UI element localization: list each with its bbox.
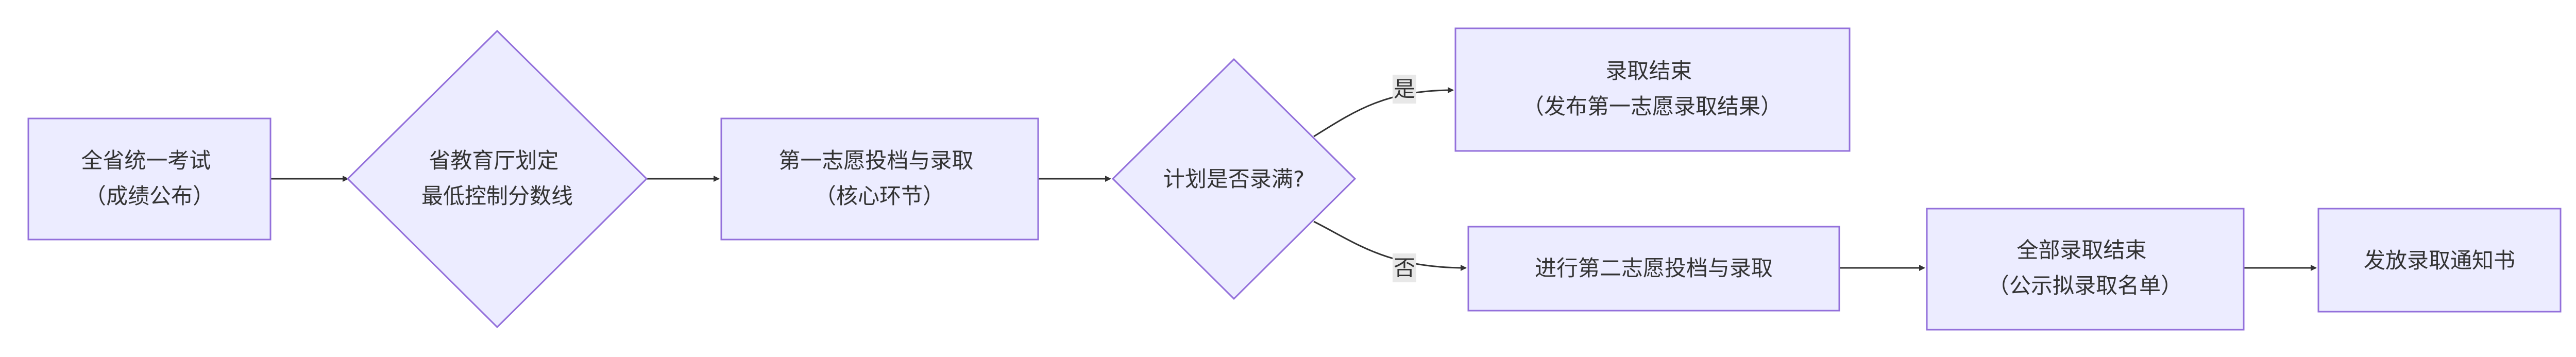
node-first-label: 第一志愿投档与录取 （核心环节） <box>778 148 980 209</box>
node-notice-label: 发放录取通知书 <box>2364 248 2515 273</box>
node-all-end-line-2: （公示拟录取名单） <box>1988 273 2182 298</box>
node-all-end-box <box>1926 208 2245 331</box>
node-exam-label: 全省统一考试 （成绩公布） <box>81 148 217 209</box>
node-second-label: 进行第二志愿投档与录取 <box>1535 256 1773 281</box>
edges <box>270 87 2317 271</box>
node-end-first: 录取结束 （发布第一志愿录取结果） <box>1454 27 1851 152</box>
node-notice: 发放录取通知书 <box>2317 208 2562 313</box>
node-second-line-1: 进行第二志愿投档与录取 <box>1535 256 1773 281</box>
node-cutoff-line-1: 省教育厅划定 <box>429 148 558 173</box>
node-end-first-line-2: （发布第一志愿录取结果） <box>1522 94 1782 119</box>
node-notice-line-1: 发放录取通知书 <box>2364 248 2515 273</box>
edge-label-no: 否 <box>1393 253 1416 282</box>
node-plan-line-1: 计划是否录满? <box>1163 166 1304 192</box>
node-first-box <box>720 117 1039 241</box>
edge-label-yes-text: 是 <box>1394 77 1415 102</box>
node-cutoff-label: 省教育厅划定 最低控制分数线 <box>421 148 573 209</box>
node-all-end-label: 全部录取结束 （公示拟录取名单） <box>1988 237 2182 298</box>
node-second: 进行第二志愿投档与录取 <box>1467 226 1840 312</box>
node-end-first-label: 录取结束 （发布第一志愿录取结果） <box>1522 58 1782 119</box>
edge-plan-to-end-first <box>1313 87 1454 138</box>
node-end-first-line-1: 录取结束 <box>1605 58 1692 83</box>
node-notice-box <box>2317 208 2562 313</box>
node-exam-line-1: 全省统一考试 <box>81 148 211 173</box>
edge-plan-to-second <box>1313 220 1467 271</box>
node-end-first-box <box>1454 27 1851 152</box>
node-first-line-1: 第一志愿投档与录取 <box>778 148 973 173</box>
node-cutoff-line-2: 最低控制分数线 <box>421 183 573 209</box>
edge-label-yes: 是 <box>1393 75 1416 104</box>
node-first: 第一志愿投档与录取 （核心环节） <box>720 117 1039 241</box>
node-cutoff-diamond <box>346 29 648 329</box>
edge-label-no-bg <box>1393 253 1416 282</box>
node-exam-line-2: （成绩公布） <box>84 183 214 209</box>
node-plan-label: 计划是否录满? <box>1163 166 1304 192</box>
edge-label-yes-bg <box>1393 75 1416 104</box>
node-first-line-2: （核心环节） <box>815 183 944 209</box>
node-cutoff: 省教育厅划定 最低控制分数线 <box>346 29 648 329</box>
edge-label-no-text: 否 <box>1394 256 1415 281</box>
node-second-box <box>1467 226 1840 312</box>
node-plan-diamond <box>1111 58 1357 300</box>
node-exam: 全省统一考试 （成绩公布） <box>27 117 272 241</box>
node-all-end: 全部录取结束 （公示拟录取名单） <box>1926 208 2245 331</box>
node-all-end-line-1: 全部录取结束 <box>2016 237 2146 263</box>
node-exam-box <box>27 117 272 241</box>
node-plan: 计划是否录满? <box>1111 58 1357 300</box>
